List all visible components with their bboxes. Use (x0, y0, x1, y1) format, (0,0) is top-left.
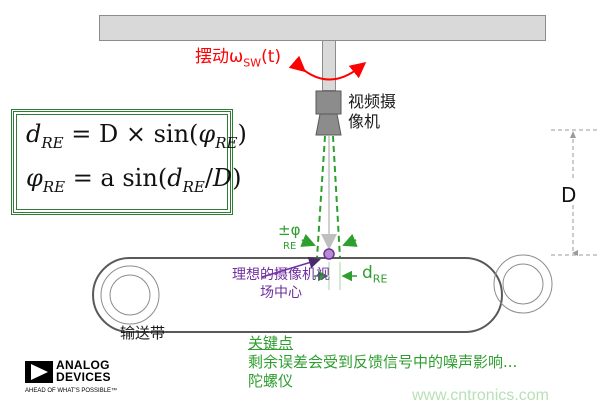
analog-devices-logo-icon (25, 361, 53, 383)
distance-dimension (551, 129, 600, 256)
formula-line-1: dRE = D × sin(φRE) (26, 120, 247, 152)
dre-label-main: d (362, 263, 373, 283)
formula1-phi: φ (198, 120, 216, 148)
camera-label: 视频摄像机 (348, 92, 397, 131)
formula1-close: ) (237, 120, 247, 148)
center-label-line1: 理想的摄像机视 (232, 267, 330, 283)
swing-arrow-icon (288, 55, 367, 81)
key-point-line: 陀螺仪 (248, 372, 294, 390)
formula1-eq: = D × sin( (63, 120, 199, 148)
formula-box-inner (16, 114, 228, 210)
swing-label-main: 摆动ω (195, 47, 244, 67)
formula2-close: ) (232, 164, 242, 192)
formula1-lhs-sub: RE (41, 133, 64, 152)
field-of-view-lines (316, 135, 341, 259)
swing-label-suffix: (t) (261, 47, 282, 67)
logo-tagline: AHEAD OF WHAT'S POSSIBLE™ (25, 388, 118, 394)
formula2-lhs: φ (26, 164, 43, 192)
center-point-icon (261, 248, 335, 278)
center-label: 理想的摄像机视 场中心 (172, 266, 330, 302)
formula1-lhs: d (26, 120, 42, 148)
formula2-lhs-sub: RE (42, 177, 66, 196)
conveyor-belt (92, 254, 553, 333)
watermark: www.cntronics.com (412, 387, 549, 404)
logo-line2: DEVICES (56, 370, 111, 384)
formula2-num-sub: RE (182, 177, 205, 196)
dre-label-sub: RE (372, 272, 388, 286)
phi-label: ±φ (278, 221, 301, 239)
formula1-phi-sub: RE (215, 133, 238, 152)
key-point-line: 剩余误差会受到反馈信号中的噪声影响... (248, 353, 518, 371)
center-label-line2: 场中心 (260, 285, 302, 301)
formula-line-2: φRE = a sin(dRE/D) (26, 164, 242, 196)
formula2-num: d (167, 164, 183, 192)
phi-arrows-icon (300, 233, 358, 247)
formula2-eq: = a sin( (65, 164, 168, 192)
mounting-beam (99, 15, 546, 41)
distance-label: D (561, 183, 577, 207)
swing-label-sub: SW (243, 56, 262, 70)
key-points-title: 关键点 (248, 334, 294, 352)
logo-line1: ANALOG (56, 358, 110, 372)
logo-text: ANALOG DEVICES (56, 359, 111, 383)
formula-box: dRE = D × sin(φRE) φRE = a sin(dRE/D) (11, 109, 247, 215)
swing-label: 摆动ωSW(t) (195, 42, 281, 69)
dre-dimension (314, 262, 357, 290)
phi-label-sub: RE (283, 241, 297, 252)
dre-label: dRE (362, 263, 387, 285)
camera-icon (315, 90, 342, 136)
belt-label: 输送带 (120, 324, 166, 342)
formula2-den: D (212, 164, 233, 192)
